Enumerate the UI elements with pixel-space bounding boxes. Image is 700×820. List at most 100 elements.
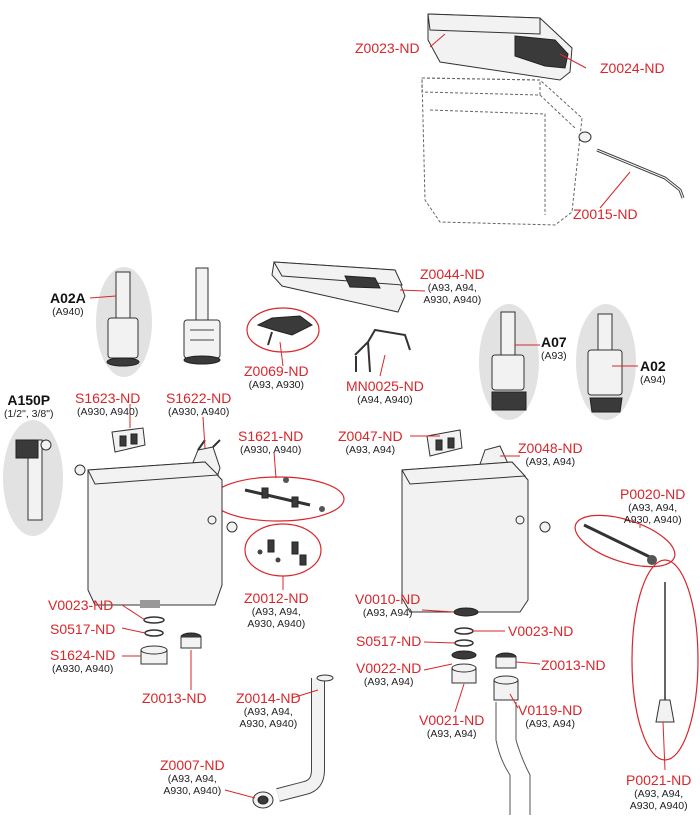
s1622-models: (A930, A940) — [168, 406, 230, 419]
label-a02a: A02A (A940) — [50, 290, 86, 318]
z0015-code: Z0015-ND — [573, 206, 638, 222]
a02a-models: (A940) — [52, 306, 84, 319]
label-z0015: Z0015-ND — [573, 206, 638, 222]
top-lid — [427, 13, 573, 81]
button-bracket — [354, 328, 411, 373]
z0044-models: (A93, A94, — [427, 282, 477, 295]
z0013-right-code: Z0013-ND — [541, 657, 606, 673]
label-z0024: Z0024-ND — [600, 60, 665, 76]
label-s1621: S1621-ND (A930, A940) — [238, 428, 303, 456]
label-p0021: P0021-ND (A93, A94, A930, A940) — [626, 772, 691, 812]
label-z0012: Z0012-ND (A93, A94, A930, A940) — [244, 590, 309, 630]
a07-models: (A93) — [541, 350, 567, 363]
s1623-code: S1623-ND — [75, 390, 141, 406]
v0119-models: (A93, A94) — [525, 718, 575, 731]
label-v0119: V0119-ND (A93, A94) — [518, 702, 582, 730]
s1623-models: (A930, A940) — [77, 406, 139, 419]
v0010-models: (A93, A94) — [362, 607, 413, 620]
s0517-right-code: S0517-ND — [356, 633, 422, 649]
z0047-models: (A93, A94) — [345, 444, 396, 457]
a07-valve — [491, 311, 527, 411]
label-a07: A07 (A93) — [541, 334, 567, 362]
z0044-models-2: A930, A940) — [423, 294, 482, 307]
v0021-models: (A93, A94) — [426, 728, 477, 741]
z0012-code: Z0012-ND — [244, 590, 309, 606]
label-s0517-left: S0517-ND — [50, 621, 115, 637]
label-v0021: V0021-ND (A93, A94) — [419, 712, 484, 740]
right-seal-parts — [451, 607, 519, 701]
a07-code: A07 — [541, 334, 567, 350]
label-s0517-right: S0517-ND — [356, 633, 421, 649]
label-s1624: S1624-ND (A930, A940) — [50, 647, 115, 675]
right-cistern — [401, 461, 551, 613]
label-s1623: S1623-ND (A930, A940) — [75, 390, 140, 418]
a150p-models: (1/2", 3/8") — [4, 408, 54, 421]
z0014-models: (A93, A94, — [243, 706, 293, 719]
z0012-models-2: A930, A940) — [247, 618, 306, 631]
label-mn0025: MN0025-ND (A94, A940) — [346, 378, 424, 406]
side-plug-left — [74, 464, 86, 476]
label-a02: A02 (A94) — [640, 358, 666, 386]
push-button-small — [578, 131, 592, 143]
s1624-code: S1624-ND — [50, 647, 116, 663]
flush-lid — [271, 261, 406, 313]
z0023-code: Z0023-ND — [355, 40, 420, 56]
p0021-models-2: A930, A940) — [629, 800, 688, 813]
leader-lines — [89, 33, 666, 799]
label-z0013-right: Z0013-ND — [541, 657, 606, 673]
z0069-clip — [256, 315, 313, 346]
label-z0048: Z0048-ND (A93, A94) — [518, 440, 583, 468]
label-z0023: Z0023-ND — [355, 40, 420, 56]
label-v0023-right: V0023-ND — [508, 623, 573, 639]
z0014-models-2: A930, A940) — [239, 718, 298, 731]
label-z0047: Z0047-ND (A93, A94) — [338, 428, 403, 456]
v0022-code: V0022-ND — [356, 660, 422, 676]
label-p0020: P0020-ND (A93, A94, A930, A940) — [620, 486, 685, 526]
a150p-fill-valve — [15, 439, 52, 521]
s1624-models: (A930, A940) — [52, 663, 114, 676]
v0010-code: V0010-ND — [355, 591, 421, 607]
mn0025-code: MN0025-ND — [346, 378, 424, 394]
z0047-code: Z0047-ND — [338, 428, 403, 444]
z0014-code: Z0014-ND — [236, 690, 301, 706]
label-a150p: A150P (1/2", 3/8") — [4, 392, 53, 420]
z0044-code: Z0044-ND — [420, 266, 485, 282]
upper-cistern — [421, 77, 583, 226]
label-z0044: Z0044-ND (A93, A94, A930, A940) — [420, 266, 485, 306]
a02a-valve — [106, 271, 140, 367]
v0021-code: V0021-ND — [419, 712, 485, 728]
p0020-code: P0020-ND — [620, 486, 686, 502]
p0020-highlight — [574, 514, 676, 568]
a02a-code: A02A — [50, 290, 86, 306]
right-downpipe — [495, 702, 531, 815]
label-z0014: Z0014-ND (A93, A94, A930, A940) — [236, 690, 301, 730]
z0014-bent-pipe — [276, 674, 334, 802]
z0012-models: (A93, A94, — [251, 606, 301, 619]
s1621-code: S1621-ND — [238, 428, 304, 444]
label-z0069: Z0069-ND (A93, A930) — [244, 363, 309, 391]
left-seal-parts — [140, 616, 202, 665]
p0020-models: (A93, A94, — [628, 502, 678, 515]
v0023-left-code: V0023-ND — [48, 597, 114, 613]
left-outlet-stub — [140, 600, 160, 608]
s1622-code: S1622-ND — [166, 390, 232, 406]
s0517-left-code: S0517-ND — [50, 621, 116, 637]
z0012-highlight — [244, 523, 322, 577]
z0007-connector — [252, 791, 274, 809]
s1621-models: (A930, A940) — [240, 444, 302, 457]
label-v0010: V0010-ND (A93, A94) — [355, 591, 420, 619]
label-v0022: V0022-ND (A93, A94) — [356, 660, 421, 688]
z0047-clip — [426, 429, 463, 457]
z0024-code: Z0024-ND — [600, 60, 665, 76]
p0020-rod — [583, 523, 657, 565]
z0048-models: (A93, A94) — [525, 456, 576, 469]
z0069-models: (A93, A930) — [248, 379, 305, 392]
label-s1622: S1622-ND (A930, A940) — [166, 390, 231, 418]
v0023-right-code: V0023-ND — [508, 623, 574, 639]
label-z0007: Z0007-ND (A93, A94, A930, A940) — [160, 757, 225, 797]
z0007-code: Z0007-ND — [160, 757, 225, 773]
a150p-code: A150P — [7, 392, 51, 408]
v0022-models: (A93, A94) — [363, 676, 414, 689]
